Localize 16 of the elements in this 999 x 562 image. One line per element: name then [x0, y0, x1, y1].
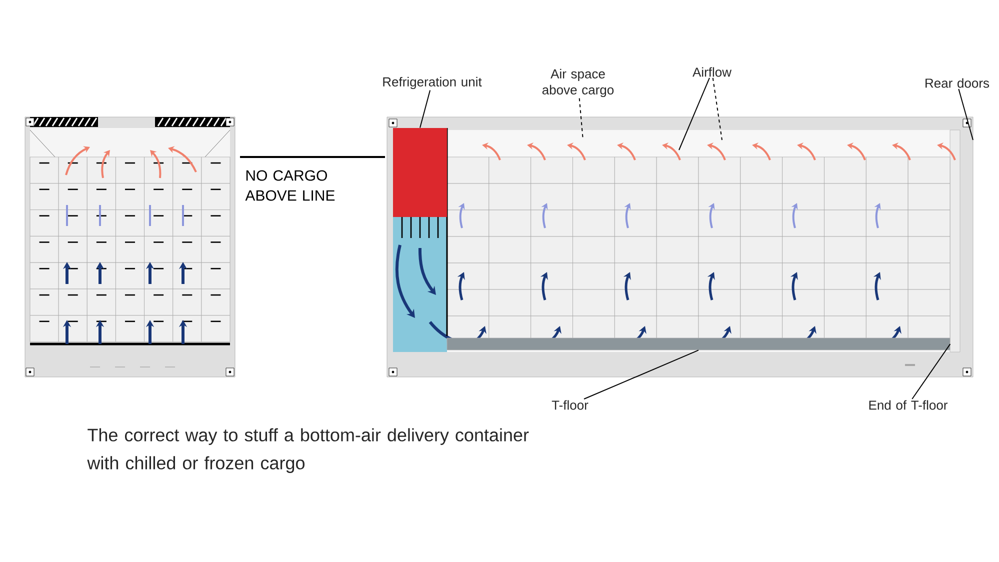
callout-label: T-floor: [552, 400, 588, 410]
t-floor-bar: [446, 338, 950, 350]
callout-label: Refrigeration unit: [383, 76, 482, 90]
callout-label: Rear doors: [926, 78, 990, 88]
leader-line: [958, 88, 974, 140]
leader-line: [912, 344, 951, 400]
leader-line: [712, 77, 722, 140]
note: NO CARGO ABOVE LINE: [245, 170, 335, 201]
leader-line: [420, 90, 431, 128]
refrigeration-unit: [393, 128, 447, 217]
callout-label: Air space above cargo: [542, 68, 614, 98]
leader-line: [584, 350, 699, 400]
leader-line: [678, 77, 710, 150]
caption: The correct way to stuff a bottom-air delivery container with chilled or frozen cargo: [87, 428, 529, 473]
callout-label: End of T-floor: [869, 400, 948, 410]
callout-label: Airflow: [692, 67, 732, 77]
